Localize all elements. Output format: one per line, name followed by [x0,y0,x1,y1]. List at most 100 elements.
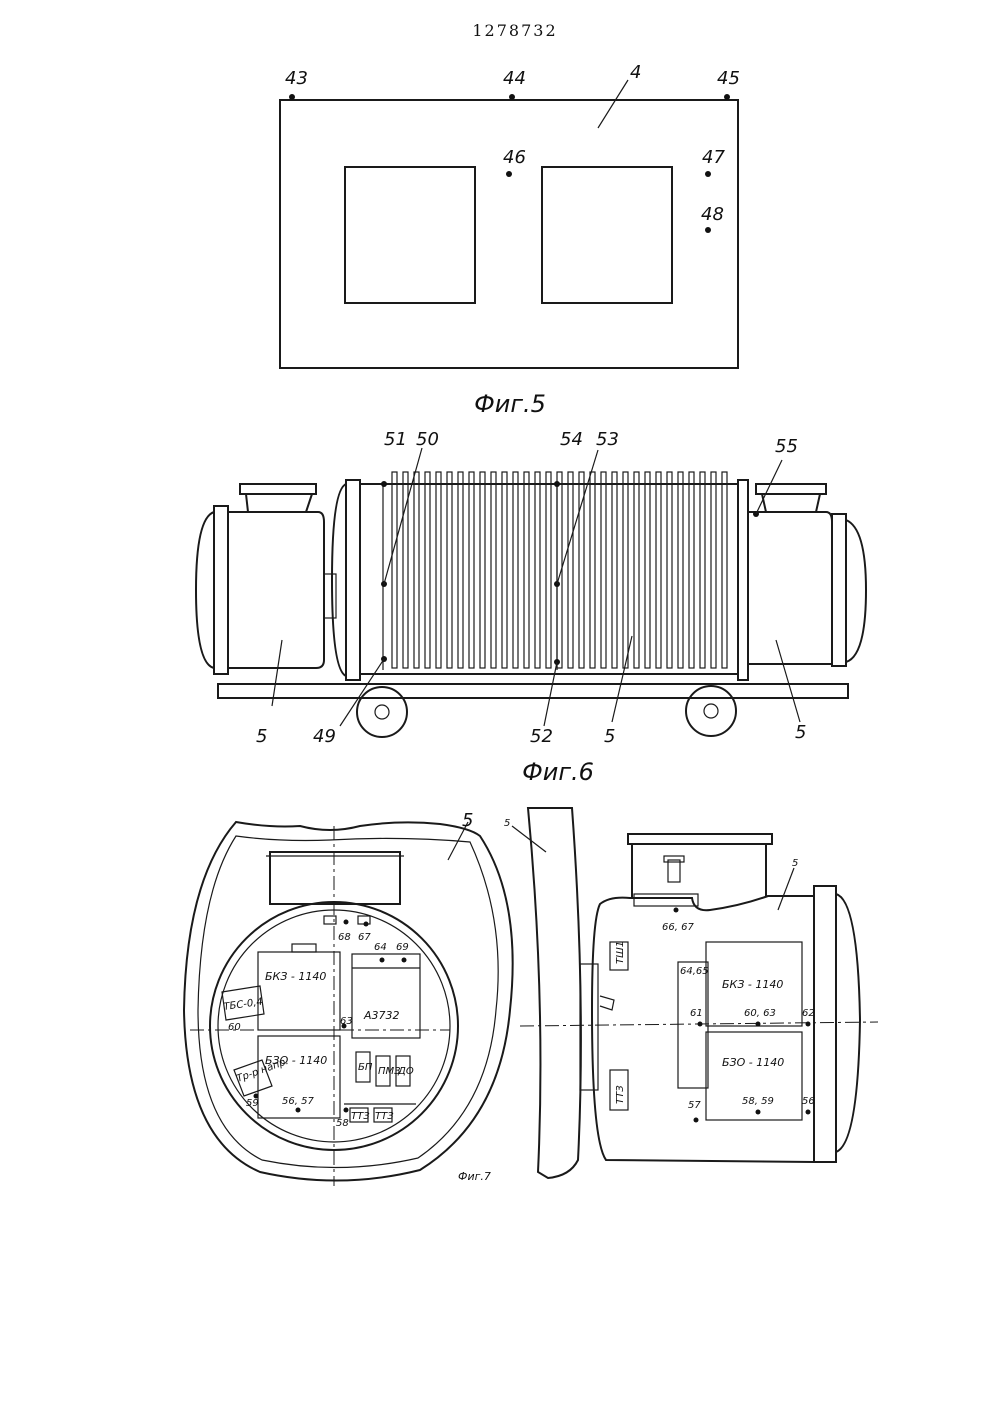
fig7-side-point-label: 61 [690,1008,703,1019]
fig7-side-block-label: БЗО - 1140 [722,1056,784,1069]
fig7-top-box [270,852,400,904]
fig6-leader-55 [756,460,782,514]
fig7-side-point-label: 60, 63 [744,1008,776,1019]
fig7-side-door [528,808,581,1178]
fig6-cooling-fin [645,472,650,668]
fig5-label: 48 [701,204,724,225]
fig6-label: 53 [596,429,619,450]
fig6-point-54 [554,481,560,487]
fig6-leader-5 [776,640,800,722]
fig6-cooling-fin [590,472,595,668]
fig7-point-label: 63 [340,1016,353,1027]
fig6-cooling-fin [414,472,419,668]
fig7-block-label: БП [358,1062,373,1073]
fig6-main-left-end [332,484,346,676]
fig6-right-end-cap [846,520,866,662]
fig6-wheel-left [357,687,407,737]
fig7-side-housing [592,896,814,1162]
fig6-right-flange [832,514,846,666]
fig5-label: 4 [630,62,641,83]
fig6-cooling-fin [689,472,694,668]
fig7-side-view: 5 5 БКЗ - 1140 БЗО - 1140 ТШ1 ТТЗ 66, 67… [504,808,878,1178]
fig6-cooling-fin [524,472,529,668]
fig6-cooling-fin [568,472,573,668]
fig6-cooling-fin [667,472,672,668]
fig7-side-point-60-63 [756,1022,761,1027]
fig7-point-label: 68 [338,932,351,943]
fig6-cooling-fin [458,472,463,668]
fig7-side-point-label: 56 [802,1096,815,1107]
fig7-block-bkz-tab [292,944,316,952]
fig7-block-bkz [258,952,340,1030]
fig6-wheel-hub [375,705,389,719]
fig6-right-compartment [748,512,832,664]
fig6-cooling-fin [513,472,518,668]
fig7-block-label: А3732 [363,1009,400,1022]
fig6-cooling-fins [392,472,727,668]
fig5-caption: Фиг.5 [474,390,546,418]
fig6-cooling-fin [436,472,441,668]
fig5-label: 45 [717,68,740,89]
fig6-label: 49 [313,726,336,747]
fig7-side-top-cover [628,834,772,844]
fig7-side-label: 5 [504,818,510,829]
fig6-cooling-fin [612,472,617,668]
fig7-block-a3732 [352,954,420,1038]
fig7-side-point-label: 62 [802,1008,815,1019]
fig7-block-label: ДО [397,1066,414,1077]
fig7-side-block-label: БКЗ - 1140 [722,978,783,991]
fig6-left-end-cap [196,512,214,668]
fig6-cooling-fin [722,472,727,668]
fig6-label: 54 [560,429,583,450]
fig6-cooling-fin [678,472,683,668]
fig7-side-point-label: 57 [688,1100,701,1111]
fig6-label: 50 [416,429,439,450]
fig7-point-label: 60 [228,1022,241,1033]
fig6-left-compartment [228,512,324,668]
fig6-base-frame [218,684,848,698]
fig7-caption: Фиг.7 [458,1170,491,1183]
fig6-label: 5 [604,726,615,747]
fig7-block-label: ТТЗ [375,1111,394,1122]
fig7-point-label: 67 [358,932,371,943]
fig6-point-51 [381,481,387,487]
fig6-left-flange [214,506,228,674]
fig6-caption: Фиг.6 [522,758,594,786]
fig7-point-58 [344,1108,349,1113]
fig6-leader-53 [557,450,598,584]
fig7-point-67 [364,922,369,927]
fig6-label: 5 [256,726,267,747]
fig5-panel: 43 44 4 45 46 47 48 [280,62,740,368]
fig7-side-leader-5 [778,868,794,910]
fig6-cooling-fin [447,472,452,668]
fig7-point-label: 56, 57 [282,1096,314,1107]
fig6-wheel-right [686,686,736,736]
fig7-point-label: 64 [374,942,387,953]
fig5-panel-outline [280,100,738,368]
fig7-side-end-cap [836,894,860,1152]
fig7-side-hinge [580,964,598,1090]
fig6-cooling-fin [392,472,397,668]
fig6-cooling-fin [656,472,661,668]
fig5-label: 47 [702,147,725,168]
fig7-side-label: 5 [792,858,798,869]
fig6-cooling-fin [711,472,716,668]
fig5-label: 43 [285,68,308,89]
fig5-point-46 [506,171,512,177]
fig6-cooling-fin [601,472,606,668]
fig6-cooling-fin [579,472,584,668]
fig7-point-label: 58 [336,1118,349,1129]
fig6-label: 52 [530,726,553,747]
fig7-side-block-label: ТШ1 [615,941,626,964]
fig7-side-point-61 [698,1022,703,1027]
fig6-wheel-hub [704,704,718,718]
fig6-cooling-fin [480,472,485,668]
fig7-point-68 [344,920,349,925]
fig6-coupling [324,574,336,618]
fig7-side-handle [600,996,614,1010]
fig6-left-neck [246,494,312,512]
fig6-transformer: 51 50 54 53 55 5 49 52 5 5 [196,429,866,747]
fig7-side-point-56 [806,1110,811,1115]
fig6-right-neck [762,494,820,512]
fig5-point-47 [705,171,711,177]
